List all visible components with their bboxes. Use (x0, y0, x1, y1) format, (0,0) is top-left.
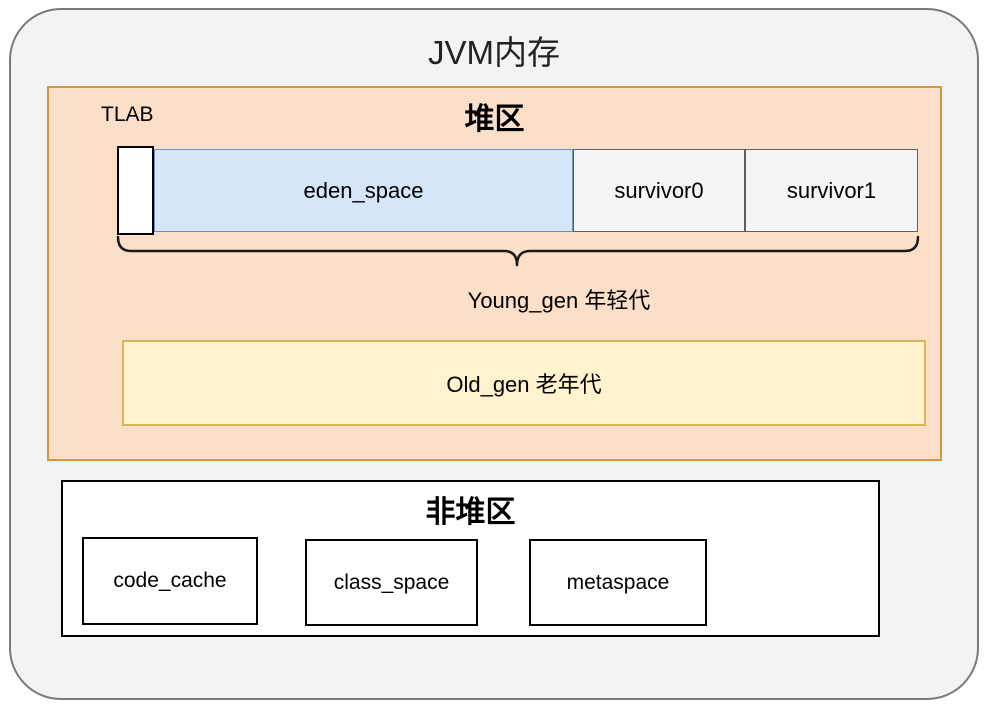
non-heap-title: 非堆区 (425, 496, 516, 529)
young-gen-brace (116, 235, 920, 267)
class-space-box: class_space (305, 539, 478, 626)
tlab-box (117, 146, 154, 235)
eden-space-label: eden_space (303, 177, 424, 203)
heap-region: 堆区 TLAB eden_space survivor0 survivor1 Y… (47, 86, 942, 461)
jvm-memory-container: JVM内存 堆区 TLAB eden_space survivor0 survi… (9, 8, 979, 700)
code-cache-box: code_cache (82, 537, 258, 625)
non-heap-region: 非堆区 code_cache class_space metaspace (61, 480, 880, 637)
survivor0-box: survivor0 (573, 149, 745, 232)
tlab-label: TLAB (101, 103, 154, 126)
metaspace-box: metaspace (529, 539, 707, 626)
code-cache-label: code_cache (113, 569, 227, 592)
class-space-label: class_space (333, 570, 450, 594)
old-gen-box: Old_gen 老年代 (122, 340, 926, 426)
survivor1-label: survivor1 (786, 177, 877, 203)
survivor0-label: survivor0 (614, 177, 704, 203)
young-gen-label: Young_gen 年轻代 (467, 288, 651, 313)
diagram-title: JVM内存 (428, 34, 560, 71)
metaspace-label: metaspace (566, 570, 670, 594)
eden-space-box: eden_space (154, 149, 573, 232)
old-gen-label: Old_gen 老年代 (446, 372, 602, 397)
survivor1-box: survivor1 (745, 149, 918, 232)
heap-title: 堆区 (464, 103, 525, 136)
